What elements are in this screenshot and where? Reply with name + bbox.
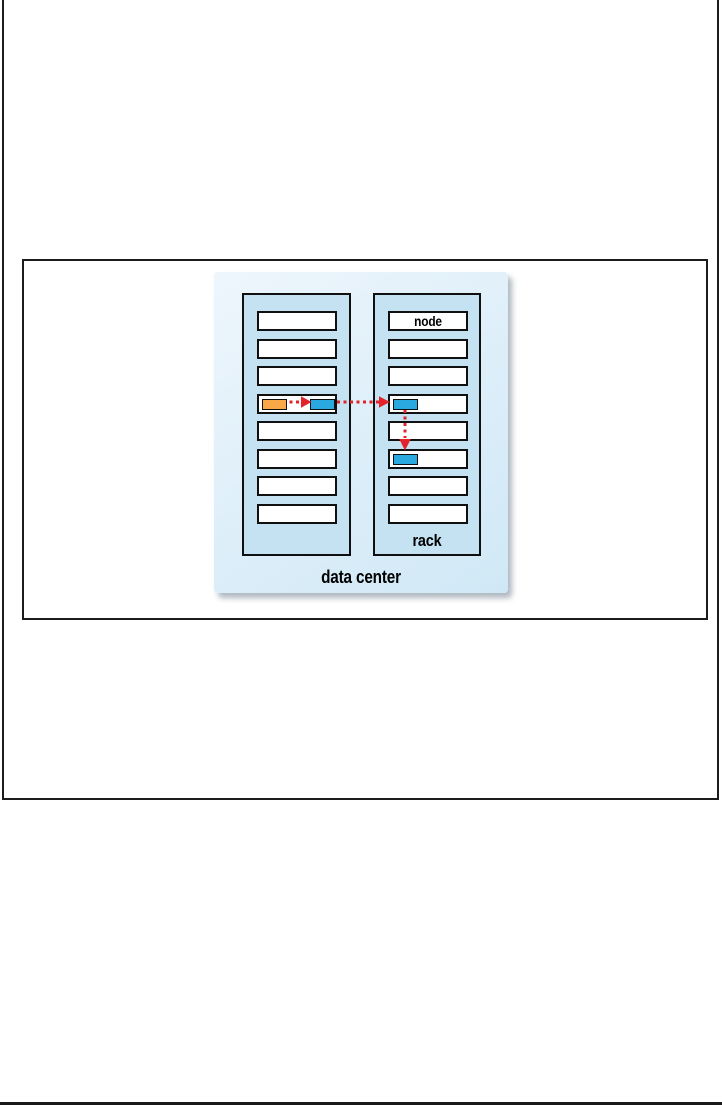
- rack-slot: [257, 311, 337, 331]
- rack-slot: [388, 476, 468, 496]
- rack-slot: [257, 449, 337, 469]
- rack-slot: [257, 476, 337, 496]
- rack-slot: [257, 421, 337, 441]
- page-frame: rack node data center: [2, 0, 719, 800]
- data-center-label: data center: [321, 567, 401, 587]
- rack-slot: [257, 366, 337, 386]
- rack-slot: [388, 366, 468, 386]
- rack-slot: node: [388, 311, 468, 331]
- rack-slot: [388, 339, 468, 359]
- rack-right: rack node: [373, 293, 481, 556]
- data-block-blue: [393, 454, 418, 465]
- rack-slot: [388, 504, 468, 524]
- rack-slot: [388, 449, 468, 469]
- rack-label: rack: [412, 531, 442, 550]
- rack-slot: [388, 421, 468, 441]
- rack-slot: [388, 394, 468, 414]
- data-block-blue: [310, 399, 335, 410]
- node-label: node: [414, 313, 442, 329]
- rack-left: [242, 293, 351, 556]
- rack-slot: [257, 339, 337, 359]
- rack-slot: [257, 504, 337, 524]
- data-block-orange: [262, 399, 287, 410]
- data-block-blue: [393, 399, 418, 410]
- data-center-box: rack node data center: [214, 272, 508, 593]
- rack-slot: [257, 394, 337, 414]
- page-bottom-rule: [0, 1102, 722, 1105]
